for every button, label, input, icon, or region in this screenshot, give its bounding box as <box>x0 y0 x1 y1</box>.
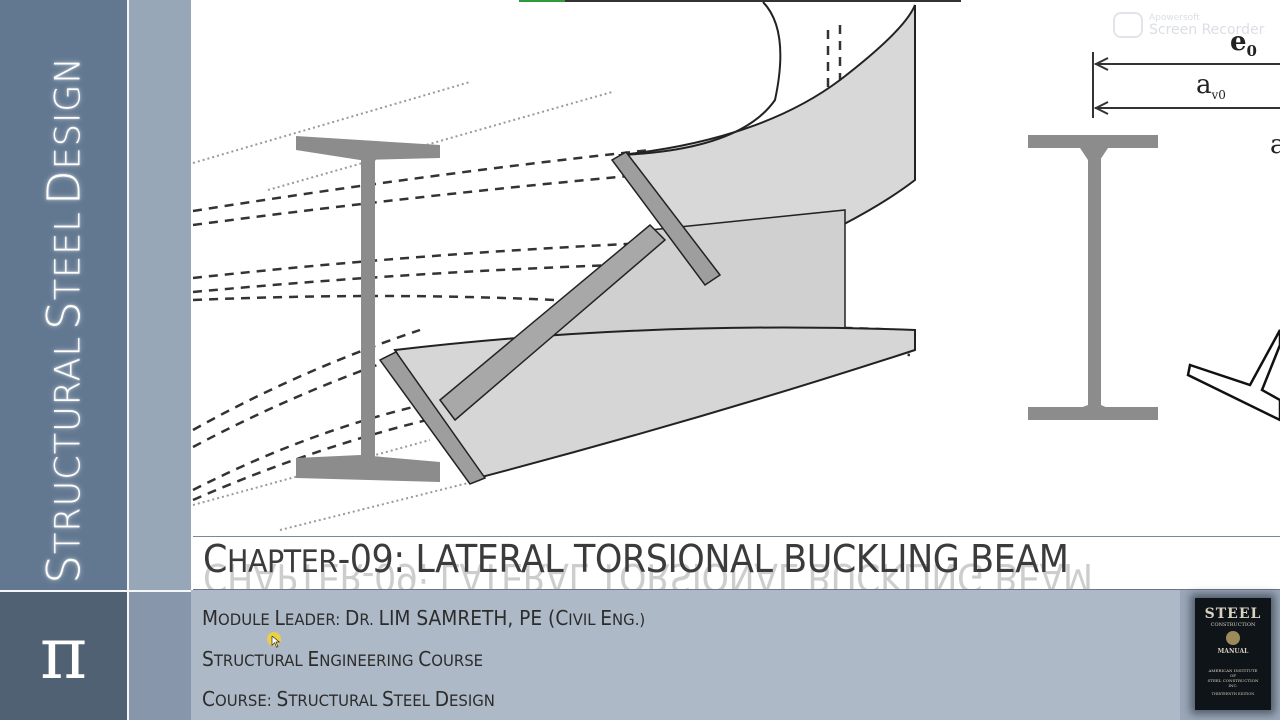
label-a-partial: a <box>1270 130 1280 160</box>
pi-side-band <box>129 592 191 720</box>
steel-manual-book-cover: STEEL CONSTRUCTION MANUAL AMERICAN INSTI… <box>1195 598 1271 710</box>
label-av0: av0 <box>1196 70 1226 103</box>
course-info-panel: MODULE LEADER: DR. LIM SAMRETH, PE (CIVI… <box>191 590 1180 720</box>
sidebar-horizontal-divider <box>0 590 191 592</box>
buckling-diagram: Apowersoft Screen Recorder e0 av0 a <box>191 0 1280 536</box>
course-name-line: COURSE: STRUCTURAL STEEL DESIGN <box>202 687 495 711</box>
top-edge-line <box>565 0 961 2</box>
mouse-cursor-icon <box>271 636 281 648</box>
recording-progress-bar <box>519 0 565 2</box>
pi-icon: π <box>39 611 88 695</box>
chapter-title-reflection: CHAPTER-09: LATERAL TORSIONAL BUCKLING B… <box>203 555 1093 590</box>
camera-icon <box>1113 12 1143 38</box>
pi-logo-box: π <box>0 592 127 720</box>
recorder-watermark: Apowersoft Screen Recorder <box>1113 12 1264 38</box>
sidebar-light-band <box>129 0 191 590</box>
aisc-seal-icon <box>1226 631 1240 645</box>
chapter-title-bar: CHAPTER-09: LATERAL TORSIONAL BUCKLING B… <box>193 536 1280 590</box>
course-vertical-title: STRUCTURAL STEEL DESIGN <box>37 56 91 584</box>
module-leader-line: MODULE LEADER: DR. LIM SAMRETH, PE (CIVI… <box>202 606 646 630</box>
book-publisher: AMERICAN INSTITUTE OF STEEL CONSTRUCTION… <box>1207 668 1259 688</box>
course-type-line: STRUCTURAL ENGINEERING COURSE <box>202 647 484 671</box>
sidebar-dark-band <box>0 0 127 590</box>
sidebar-divider <box>127 0 129 720</box>
beam-illustration <box>192 1 1280 531</box>
chapter-title: CHAPTER-09: LATERAL TORSIONAL BUCKLING B… <box>203 537 1069 581</box>
label-e0: e0 <box>1230 27 1257 61</box>
